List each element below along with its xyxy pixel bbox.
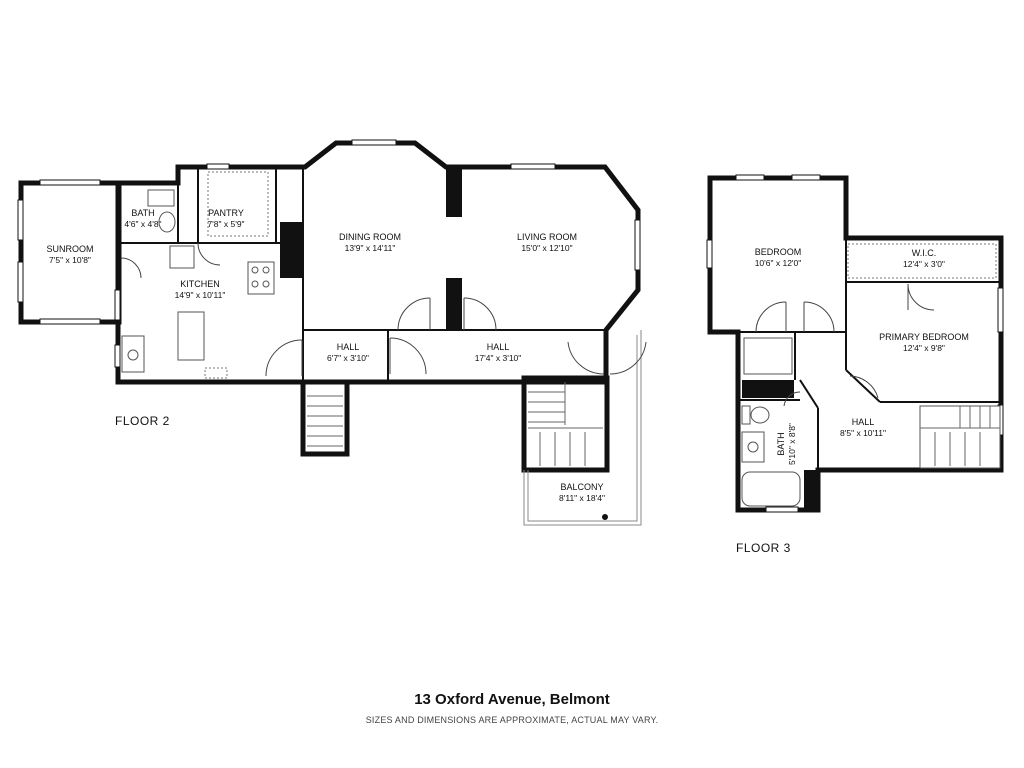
room-dims: 14'9" x 10'11" xyxy=(175,290,226,300)
room-name: KITCHEN xyxy=(180,279,220,289)
room-dims: 8'11" x 18'4" xyxy=(559,493,605,503)
room-name: W.I.C. xyxy=(912,248,937,258)
room-dims: 7'8" x 5'9" xyxy=(207,219,244,229)
floor-3-interior-walls xyxy=(710,178,1001,510)
room-name: SUNROOM xyxy=(47,244,94,254)
floor-label: FLOOR 3 xyxy=(736,541,791,555)
room-dims: 7'5" x 10'8" xyxy=(49,255,91,265)
floor-label: FLOOR 2 xyxy=(115,414,170,428)
floor-2-interior-walls xyxy=(119,167,606,382)
room-dims: 15'0" x 12'10" xyxy=(521,243,572,253)
disclaimer: SIZES AND DIMENSIONS ARE APPROXIMATE, AC… xyxy=(366,715,659,725)
room-dims: 12'4" x 9'8" xyxy=(903,343,945,353)
floor-2-labels: SUNROOM 7'5" x 10'8" BATH 4'6" x 4'8" PA… xyxy=(47,208,606,503)
room-name: DINING ROOM xyxy=(339,232,401,242)
room-dims: 12'4" x 3'0" xyxy=(903,259,945,269)
floor-2-outer-walls xyxy=(114,139,641,385)
room-dims: 6'7" x 3'10" xyxy=(327,353,369,363)
room-dims: 17'4" x 3'10" xyxy=(475,353,522,363)
floor-2-fixtures xyxy=(121,171,275,379)
property-address: 13 Oxford Avenue, Belmont xyxy=(414,691,610,708)
room-dims: 13'9" x 14'11" xyxy=(345,243,396,253)
room-name: BEDROOM xyxy=(755,247,802,257)
room-name: BATH xyxy=(131,208,154,218)
room-dims: 5'10" x 8'8" xyxy=(787,423,797,465)
floor-2-stairs xyxy=(300,375,610,473)
floor-2-doors xyxy=(120,242,647,377)
floor-3-doors xyxy=(755,283,935,407)
room-name: HALL xyxy=(852,417,875,427)
floor-3-labels: BEDROOM 10'6" x 12'0" W.I.C. 12'4" x 3'0… xyxy=(736,247,969,555)
floor-3-stairs xyxy=(919,405,1001,469)
floor-3-fixtures xyxy=(741,243,997,507)
room-name: HALL xyxy=(487,342,510,352)
room-name: HALL xyxy=(337,342,360,352)
room-name: PRIMARY BEDROOM xyxy=(879,332,969,342)
room-name: LIVING ROOM xyxy=(517,232,577,242)
balcony-railing xyxy=(523,330,642,526)
floor-2-plan: SUNROOM 7'5" x 10'8" BATH 4'6" x 4'8" PA… xyxy=(17,139,647,526)
room-dims: 4'6" x 4'8" xyxy=(124,219,161,229)
room-name: BATH xyxy=(776,432,786,455)
floor-3-plan: BEDROOM 10'6" x 12'0" W.I.C. 12'4" x 3'0… xyxy=(706,174,1004,555)
room-dims: 10'6" x 12'0" xyxy=(755,258,802,268)
footer: 13 Oxford Avenue, Belmont SIZES AND DIME… xyxy=(366,691,659,725)
room-name: BALCONY xyxy=(560,482,603,492)
room-name: PANTRY xyxy=(208,208,244,218)
room-dims: 8'5" x 10'11" xyxy=(840,428,886,438)
